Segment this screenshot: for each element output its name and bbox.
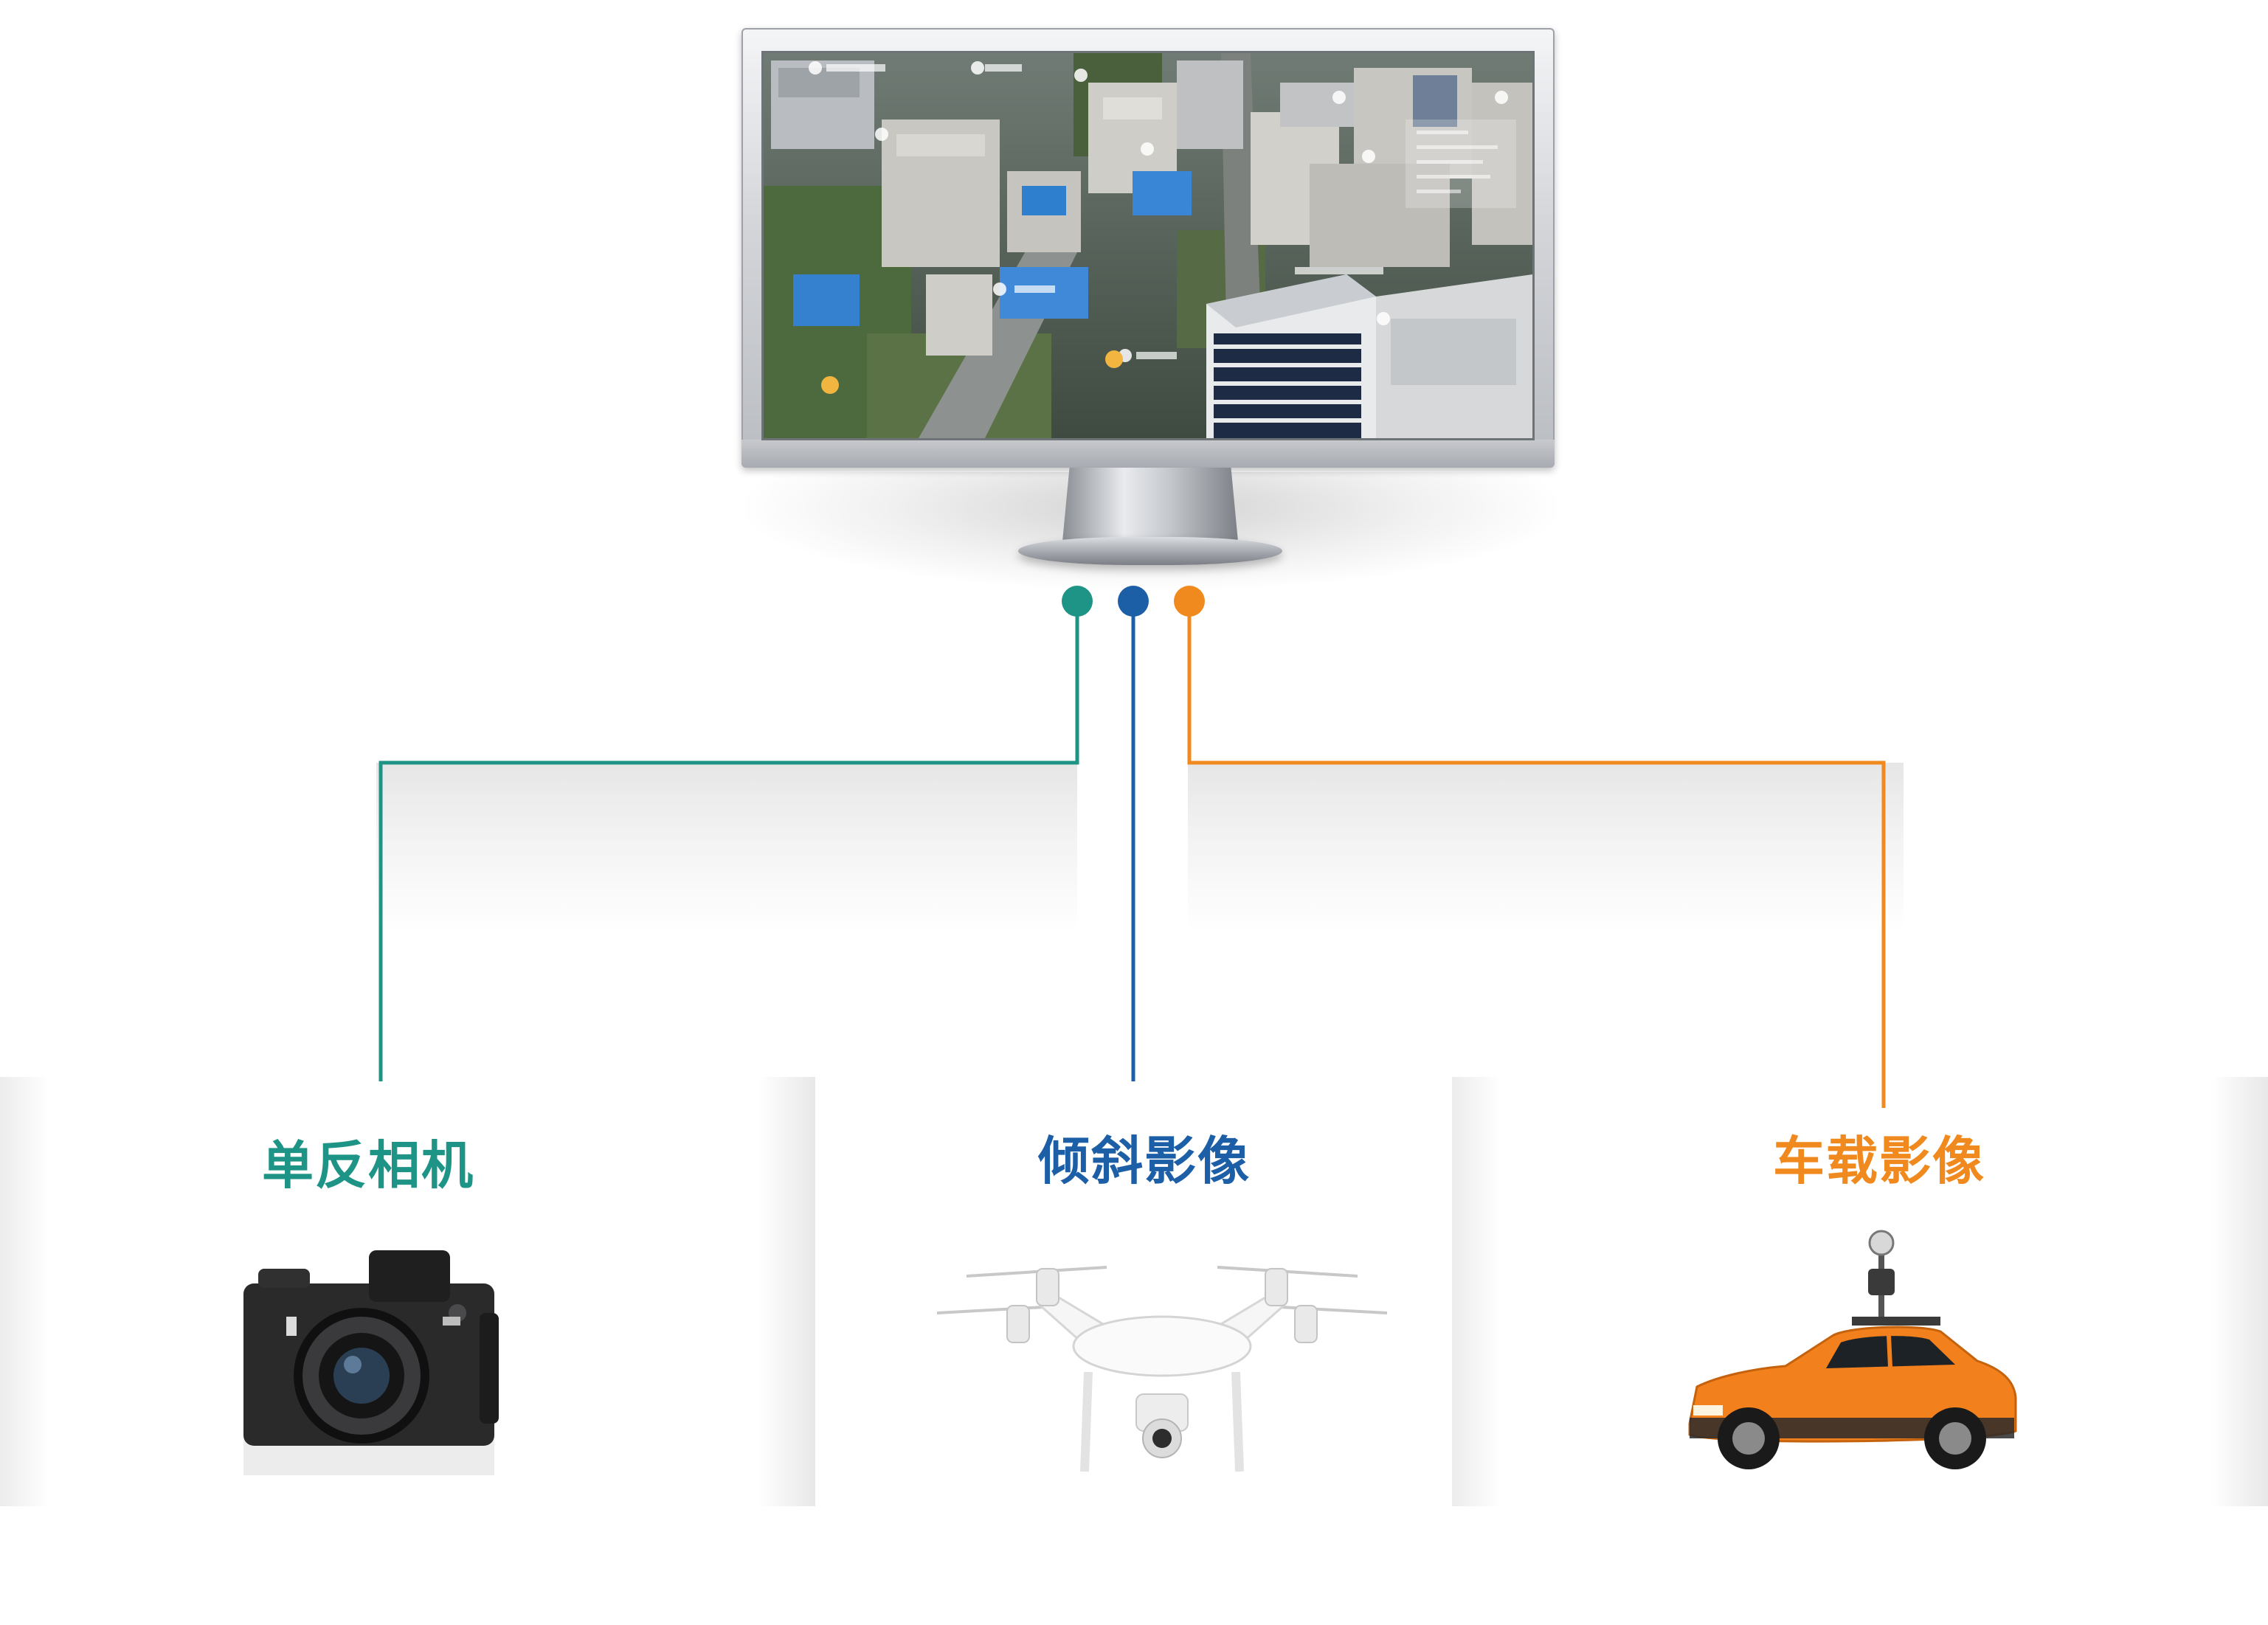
monitor-stand-base	[1018, 537, 1282, 565]
dslr-camera-icon	[243, 1250, 499, 1475]
dot-oblique	[1118, 586, 1149, 617]
drone-icon	[936, 1266, 1388, 1472]
monitor-screen	[764, 53, 1532, 438]
connector-dslr	[378, 601, 1079, 1081]
monitor-chin	[741, 440, 1555, 468]
monitor-stand-neck	[1062, 468, 1238, 541]
label-dslr-camera: 单反相机	[262, 1135, 474, 1196]
label-vehicle-imagery: 车载影像	[1773, 1131, 1985, 1191]
aerial-city-scene	[764, 53, 1532, 438]
mapping-car-icon	[1688, 1230, 2017, 1469]
dot-vehicle	[1174, 586, 1205, 617]
dot-dslr	[1062, 586, 1093, 617]
label-oblique-imagery: 倾斜影像	[1038, 1131, 1251, 1191]
connector-vehicle	[1187, 601, 1886, 1108]
